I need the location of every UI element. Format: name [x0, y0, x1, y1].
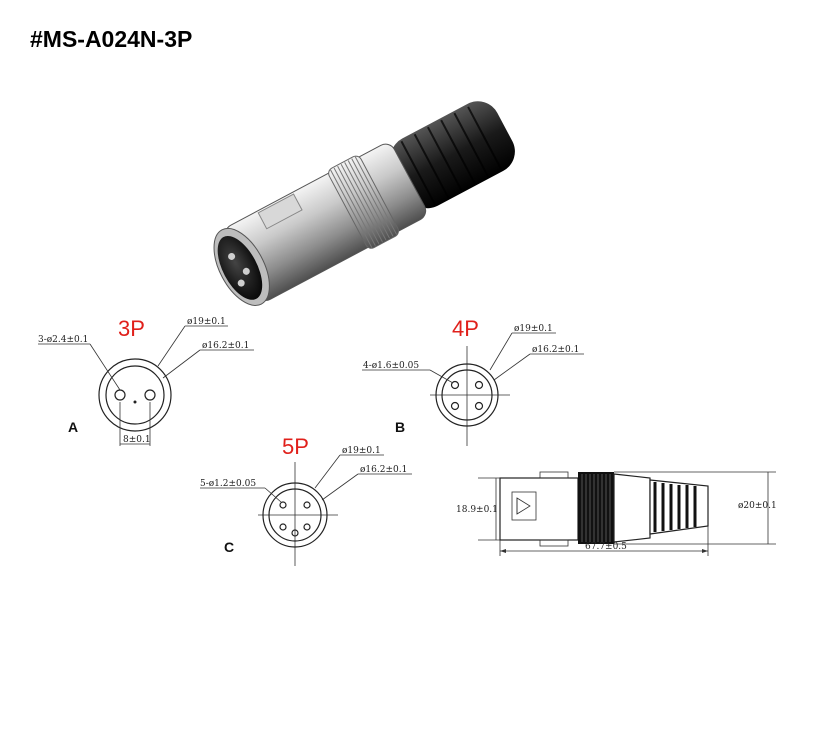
- view-b-pin-dim: 4-ø1.6±0.05: [363, 361, 419, 371]
- pin: [303, 501, 311, 509]
- view-a-pin-count: 3P: [118, 316, 145, 341]
- view-c-outer-dim: ø19±0.1: [342, 446, 381, 456]
- view-b-letter: B: [395, 419, 405, 435]
- pin: [303, 523, 311, 531]
- side-view: 18.9±0.1 ø20±0.1 67.7±0.5: [456, 471, 777, 556]
- view-a-pin-dim: 3-ø2.4±0.1: [38, 335, 88, 345]
- pin: [450, 401, 460, 411]
- view-a-spacing-dim: 8±0.1: [123, 435, 151, 445]
- view-a-inner-dim: ø16.2±0.1: [202, 341, 249, 351]
- view-b-pin-count: 4P: [452, 316, 479, 341]
- pin-center: [133, 400, 137, 404]
- inner-circle: [105, 365, 165, 425]
- inner-circle: [268, 488, 322, 542]
- view-c-pin-count: 5P: [282, 434, 309, 459]
- view-c-5p: 5P 5-ø1.2±0.05 ø19±0.1 ø16.2±0.1 C: [200, 434, 412, 566]
- view-c-letter: C: [224, 539, 234, 555]
- pin: [144, 389, 156, 401]
- inner-circle: [441, 369, 493, 421]
- pin: [474, 380, 484, 390]
- pin: [114, 389, 126, 401]
- side-diameter-dim: ø20±0.1: [738, 501, 777, 511]
- view-a-letter: A: [68, 419, 78, 435]
- view-a-3p: 3P 3-ø2.4±0.1 ø19±0.1 ø16.2±0.1 8±0.1 A: [38, 316, 254, 446]
- pin: [291, 529, 299, 537]
- connector-photo: [213, 101, 515, 306]
- view-b-outer-dim: ø19±0.1: [514, 324, 553, 334]
- product-title: #MS-A024N-3P: [30, 26, 193, 52]
- knurled-ring: [578, 472, 614, 544]
- view-a-outer-dim: ø19±0.1: [187, 317, 226, 327]
- view-c-inner-dim: ø16.2±0.1: [360, 465, 407, 475]
- side-length-dim: 67.7±0.5: [585, 542, 627, 552]
- outer-circle: [262, 482, 328, 548]
- outer-circle: [98, 358, 172, 432]
- side-height-dim: 18.9±0.1: [456, 505, 498, 515]
- outer-circle: [435, 363, 499, 427]
- pin: [450, 380, 460, 390]
- pin: [279, 501, 287, 509]
- pin: [474, 401, 484, 411]
- view-c-pin-dim: 5-ø1.2±0.05: [200, 479, 256, 489]
- view-b-4p: 4P 4-ø1.6±0.05 ø19±0.1 ø16.2±0.1 B: [362, 316, 584, 446]
- view-b-inner-dim: ø16.2±0.1: [532, 345, 579, 355]
- pin: [279, 523, 287, 531]
